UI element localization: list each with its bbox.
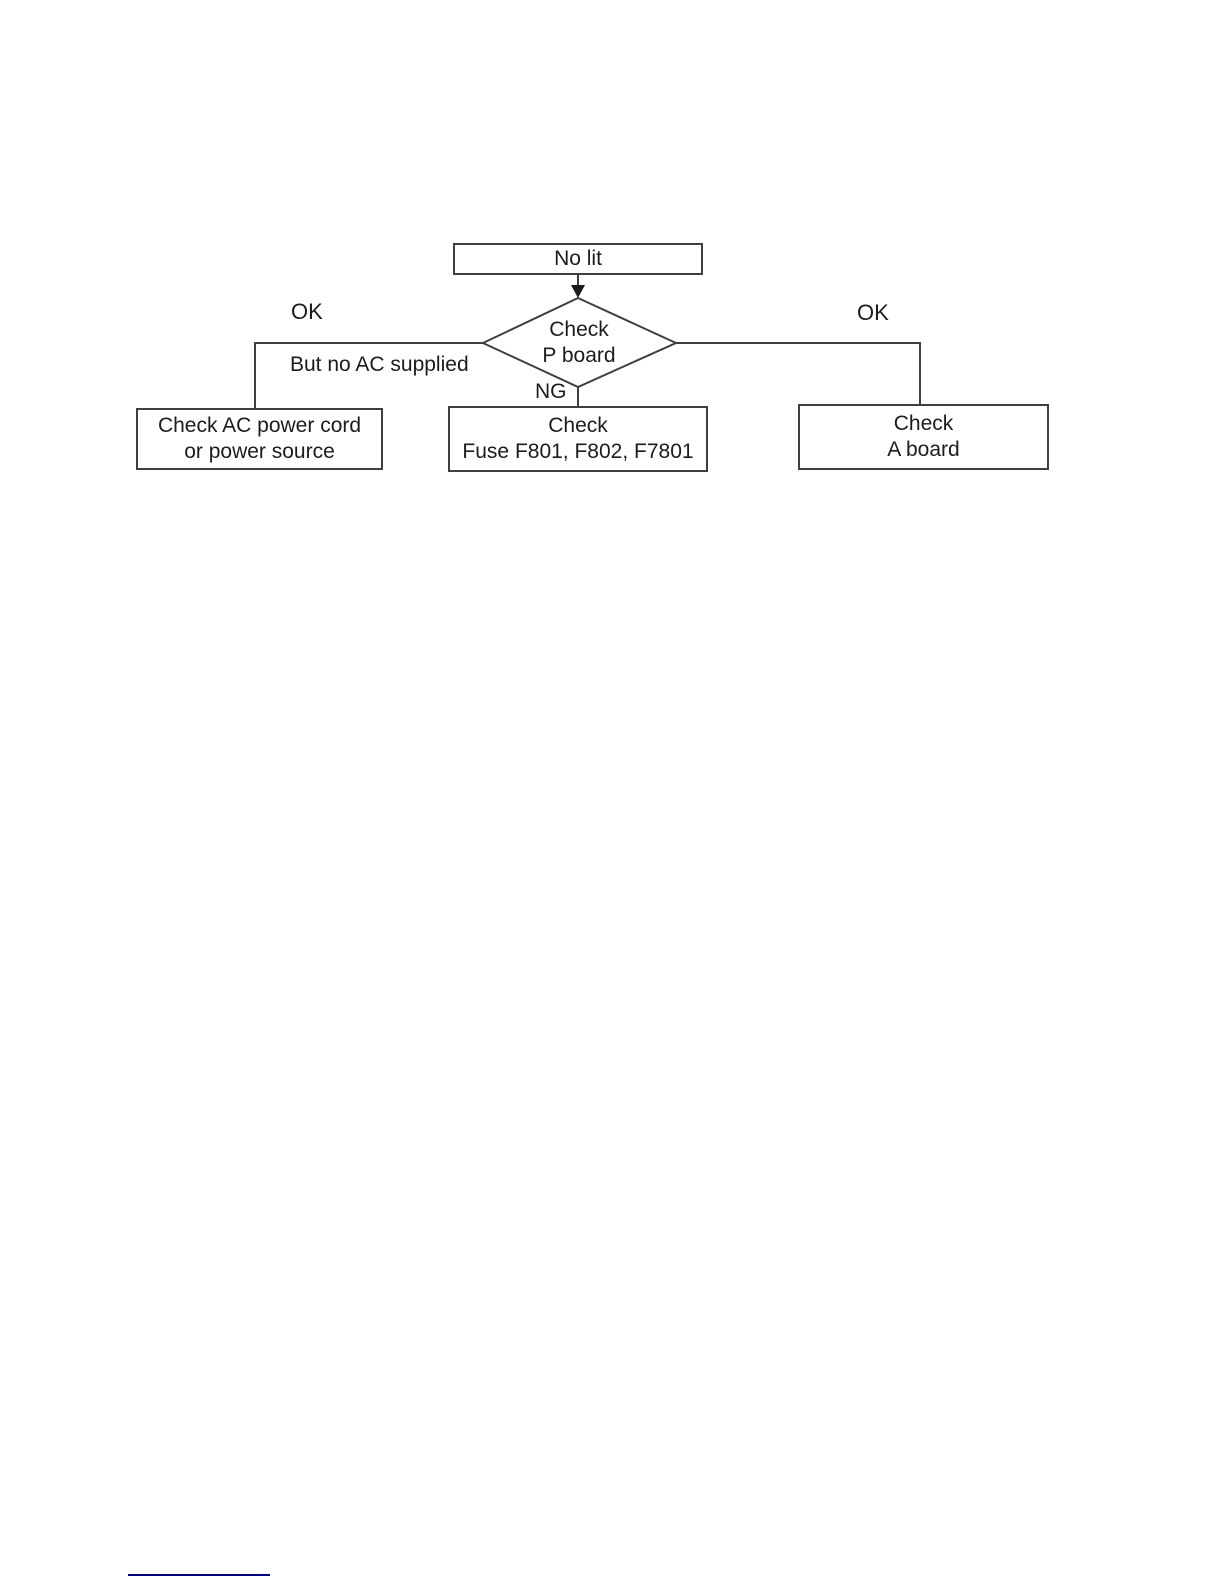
footer-underline bbox=[128, 1574, 270, 1576]
edge-label-but-no-ac: But no AC supplied bbox=[290, 353, 469, 376]
decision-label: Check P board bbox=[481, 317, 677, 368]
node-check-fuse-line1: Check bbox=[548, 414, 608, 438]
node-check-ac-power-line1: Check AC power cord bbox=[157, 414, 362, 438]
node-check-fuse-line2: Fuse F801, F802, F7801 bbox=[462, 440, 694, 463]
edge-label-ok-right: OK bbox=[857, 300, 889, 325]
arrowhead-down-icon bbox=[571, 285, 585, 298]
edge-label-ng: NG bbox=[535, 380, 567, 403]
edge-label-ok-left: OK bbox=[291, 299, 323, 324]
node-check-fuse: Check Fuse F801, F802, F7801 bbox=[448, 406, 708, 472]
decision-label-line2: P board bbox=[542, 343, 616, 367]
connector-right-branch bbox=[676, 342, 921, 404]
decision-label-line1: Check bbox=[549, 318, 609, 341]
node-check-a-board-line2: A board bbox=[887, 438, 960, 461]
connector-left-branch bbox=[254, 342, 483, 408]
node-check-a-board-line1: Check bbox=[893, 412, 954, 436]
flowchart-connectors bbox=[254, 275, 921, 408]
node-check-ac-power-line2: or power source bbox=[184, 440, 335, 463]
node-start-label: No lit bbox=[554, 247, 602, 271]
node-start: No lit bbox=[453, 243, 703, 275]
node-check-a-board: Check A board bbox=[798, 404, 1049, 470]
node-check-ac-power: Check AC power cord or power source bbox=[136, 408, 383, 470]
decision-diamond bbox=[480, 296, 679, 389]
